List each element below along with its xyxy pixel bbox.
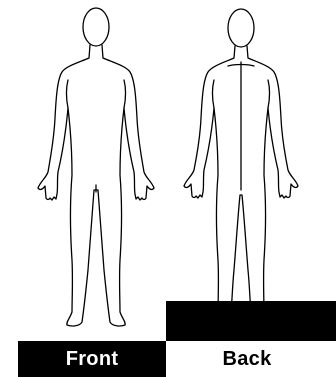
back-body-figure: [184, 9, 298, 326]
back-left-arm-line: [213, 80, 215, 108]
front-body-figure: [38, 8, 154, 326]
front-right-arm-line: [124, 80, 126, 108]
front-label: Front: [18, 341, 166, 377]
front-left-arm-line: [67, 80, 69, 108]
back-right-arm-line: [268, 80, 270, 108]
front-head: [83, 8, 109, 46]
back-head: [228, 9, 254, 47]
back-label: Back: [172, 341, 322, 377]
